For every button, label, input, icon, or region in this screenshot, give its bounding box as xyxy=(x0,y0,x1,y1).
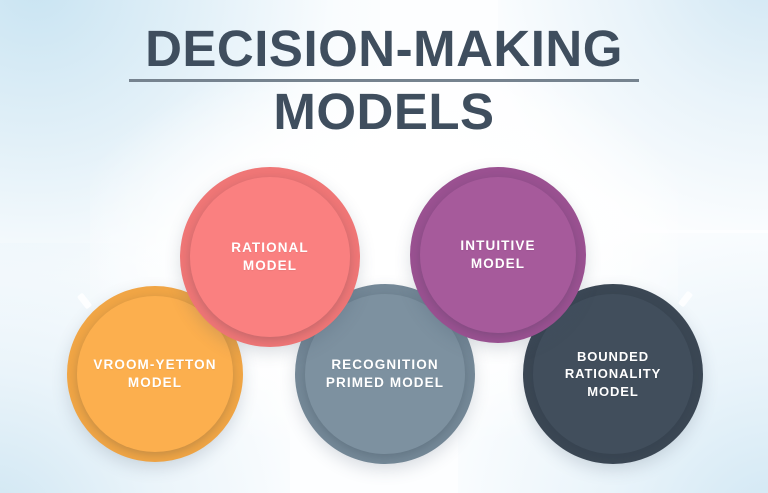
model-circle-bounded-rationality[interactable]: BOUNDED RATIONALITY MODEL xyxy=(523,284,703,464)
model-circle-face-bounded-rationality[interactable]: BOUNDED RATIONALITY MODEL xyxy=(533,294,693,454)
ring-notch-right-bounded-rationality xyxy=(677,290,693,308)
ring-notch-left-vroom-yetton xyxy=(76,292,93,310)
model-label-vroom-yetton: VROOM-YETTON MODEL xyxy=(93,357,217,390)
title-line-1: DECISION-MAKING xyxy=(145,20,623,77)
title-line-2: MODELS xyxy=(273,83,495,140)
model-label-recognition-primed: RECOGNITION PRIMED MODEL xyxy=(325,357,445,390)
model-circle-face-rational[interactable]: RATIONAL MODEL xyxy=(190,177,350,337)
model-label-bounded-rationality: BOUNDED RATIONALITY MODEL xyxy=(564,349,662,399)
title-divider-rule xyxy=(129,79,639,82)
model-label-intuitive: INTUITIVE MODEL xyxy=(460,238,536,271)
model-circle-intuitive[interactable]: INTUITIVE MODEL xyxy=(410,167,586,343)
model-circle-rational[interactable]: RATIONAL MODEL xyxy=(180,167,360,347)
page-title: DECISION-MAKING MODELS xyxy=(0,22,768,138)
model-label-rational: RATIONAL MODEL xyxy=(231,240,309,273)
model-circle-face-intuitive[interactable]: INTUITIVE MODEL xyxy=(420,177,576,333)
